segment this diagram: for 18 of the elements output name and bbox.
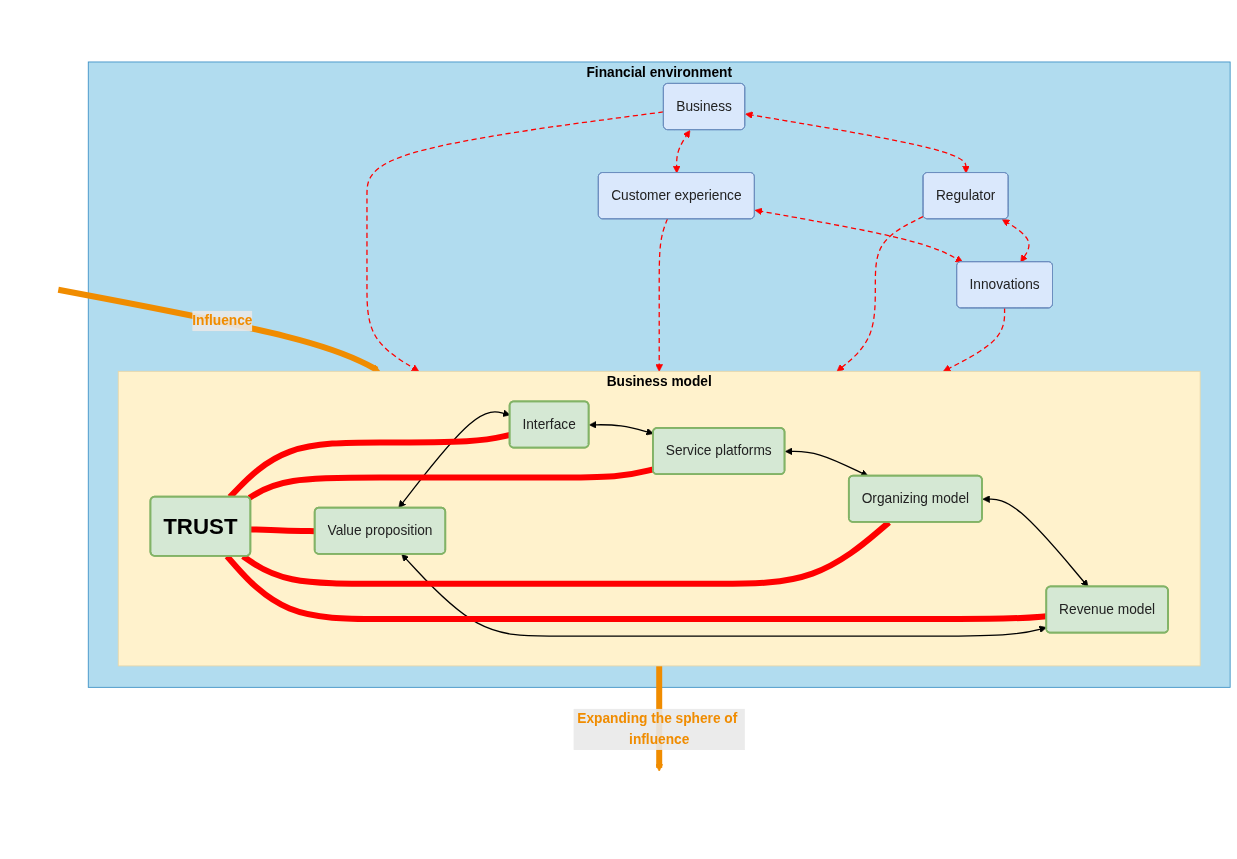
connector [224, 554, 1047, 622]
arrow [655, 218, 669, 372]
arrow [982, 495, 1089, 588]
arrow [784, 447, 869, 477]
arrow [745, 111, 970, 174]
arrow [754, 207, 963, 263]
arrow [401, 553, 1047, 637]
arrow [943, 307, 1006, 372]
arrow [672, 130, 691, 174]
arrow [589, 421, 654, 436]
connector [241, 520, 891, 587]
arrow [57, 286, 381, 373]
edge-label: Influence [192, 313, 253, 328]
edge-label: Expanding the sphere of influence [577, 711, 738, 747]
connector [250, 526, 316, 535]
arrow [366, 111, 665, 372]
arrow [836, 216, 924, 372]
arrow [1002, 219, 1030, 263]
